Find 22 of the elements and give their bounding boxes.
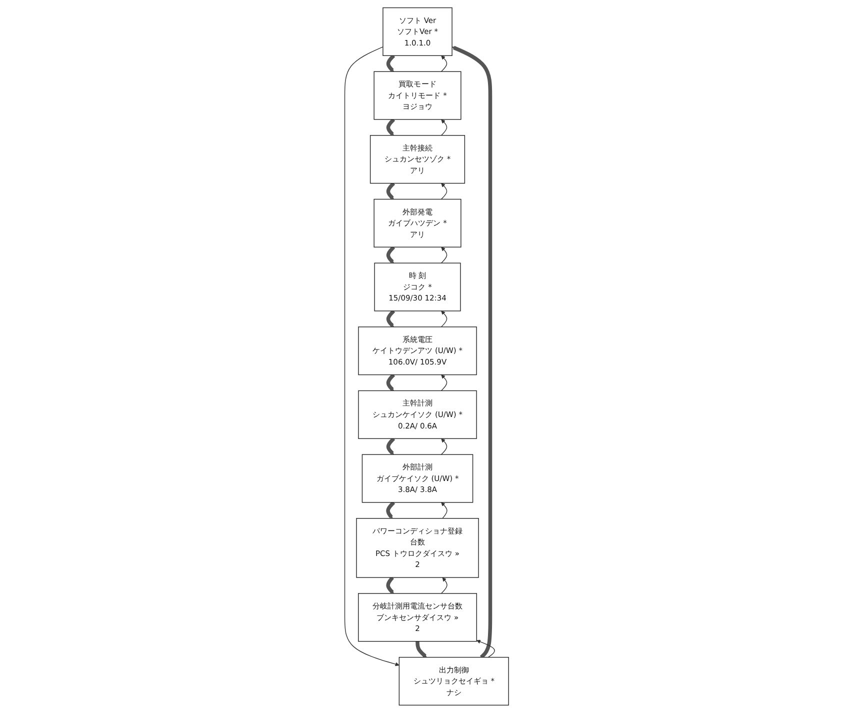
- arrow: [440, 502, 448, 519]
- arrow: [386, 118, 395, 136]
- arrow: [386, 54, 395, 72]
- arrow: [440, 119, 447, 136]
- arrow: [386, 182, 395, 200]
- arrow: [440, 55, 447, 72]
- arrow: [386, 576, 394, 594]
- arrow: [440, 374, 447, 392]
- arrow: [476, 640, 495, 658]
- arrow: [440, 438, 447, 455]
- arrow: [452, 46, 492, 659]
- arrow: [440, 183, 447, 200]
- arrow: [415, 640, 427, 658]
- arrow: [344, 46, 400, 666]
- arrow: [386, 373, 395, 391]
- arrow: [386, 310, 395, 328]
- arrow: [440, 310, 447, 328]
- arrow: [440, 577, 448, 594]
- arrow: [386, 501, 395, 519]
- arrow: [386, 437, 395, 455]
- arrow: [440, 246, 447, 264]
- arrow: [386, 246, 395, 264]
